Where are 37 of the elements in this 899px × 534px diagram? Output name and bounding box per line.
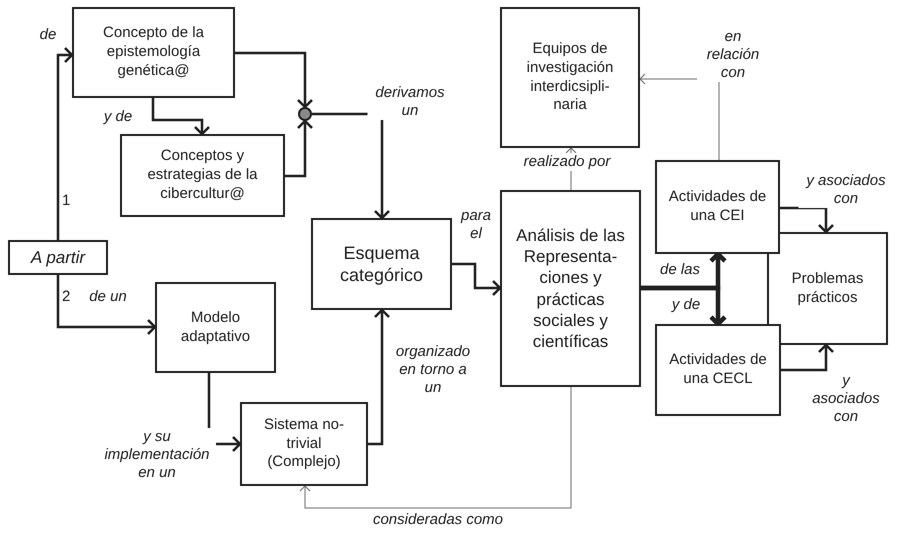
process-box bbox=[767, 232, 888, 345]
step-number: 2 bbox=[62, 288, 70, 305]
box-text: A partir bbox=[30, 246, 86, 268]
box-text: Esquema categórico bbox=[338, 242, 424, 286]
arrow bbox=[368, 308, 390, 446]
box-text: Actividades de una CEI bbox=[668, 188, 768, 226]
box-text: Equipos de investigación interdicsipli- naria bbox=[526, 40, 614, 115]
box-text: Problemas prácticos bbox=[790, 270, 864, 308]
process-box bbox=[120, 134, 285, 217]
arrow bbox=[235, 52, 314, 108]
process-box bbox=[72, 7, 235, 98]
box-text: Concepto de la epistemología genética@ bbox=[102, 24, 205, 81]
box-text: Análisis de las Representa- ciones y prácticas sociales y científicas bbox=[515, 224, 626, 352]
process-box bbox=[8, 240, 108, 275]
process-box bbox=[240, 402, 368, 486]
arrow bbox=[56, 275, 156, 336]
arrow bbox=[299, 386, 572, 508]
process-box bbox=[655, 324, 781, 416]
process-box bbox=[311, 218, 452, 310]
arrow bbox=[285, 120, 314, 178]
arrow bbox=[781, 344, 834, 372]
arrow bbox=[641, 286, 728, 326]
box-text: Sistema no- trivial (Complejo) bbox=[262, 416, 346, 472]
process-box bbox=[655, 160, 780, 254]
junction-circle bbox=[298, 107, 312, 121]
arrow bbox=[780, 206, 834, 234]
process-box bbox=[500, 7, 640, 148]
arrow bbox=[56, 46, 74, 240]
box-text: Conceptos y estrategias de la cibercultur@ bbox=[146, 147, 259, 204]
process-box bbox=[500, 190, 641, 387]
step-number: 1 bbox=[62, 192, 70, 209]
process-box bbox=[155, 282, 276, 373]
box-text: Actividades de una CECL bbox=[668, 351, 768, 389]
box-text: Modelo adaptativo bbox=[180, 308, 252, 346]
arrow bbox=[312, 112, 390, 220]
arrow bbox=[152, 98, 210, 136]
arrow bbox=[452, 262, 502, 296]
